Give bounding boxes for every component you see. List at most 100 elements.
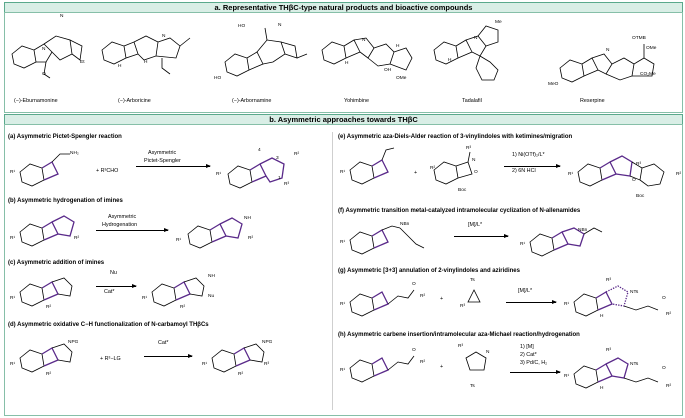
section-h-title: (h) Asymmetric carbene insertion/intramo… [338,332,580,338]
section-c-substrate [19,277,73,307]
section-f-r1: R¹ [340,240,346,245]
section-e-plus: + [414,170,418,176]
section-e-arrow [504,164,561,168]
section-c-r1: R¹ [10,296,16,301]
section-e-boc: Boc [458,188,467,193]
section-b-product [187,217,243,249]
yohimbine-h2: H [396,44,400,49]
section-c-product-nu: Nu [208,294,215,299]
section-e-product-boc: Boc [636,194,645,199]
section-h-r2: R² [420,360,426,365]
section-a-product-r1: R¹ [216,172,222,177]
section-b-arrow-bottom: Hydrogenation [102,222,138,228]
section-h-cond3: 3) Pd/C, H₂ [520,360,548,366]
section-d-product-r1: R¹ [202,362,208,367]
reserpine-meo: MeO [548,82,559,87]
section-c-product-r2: R² [180,305,186,310]
section-b-r1: R¹ [10,236,16,241]
section-d-product [211,343,265,373]
section-a-product [227,157,285,189]
section-g-arrow-top: [M]/L* [518,288,533,294]
section-d-r1: R¹ [10,362,16,367]
section-g-ts: Ts [470,278,475,283]
section-a-pos1: 1 [278,176,281,181]
section-e-product-o: O [632,178,636,183]
arboricine-h: H [118,64,122,69]
arboricine-h2: H [144,60,148,65]
arbornamine-ho2: HO [214,76,222,81]
column-divider [332,132,333,410]
section-f-product-nbn: NBn [578,228,588,233]
section-h-product-r1: R¹ [564,374,570,379]
section-g-aziridine [467,289,481,303]
section-e-r2: R² [430,166,436,171]
section-g-o: O [412,282,416,287]
section-h-substrate [349,355,415,383]
section-e-product-r3: R³ [636,162,642,167]
section-b-arrow [96,228,169,232]
section-c-product-nh: NH [208,274,215,279]
arbornamine-n: N [278,23,282,28]
section-e-o: O [474,170,478,175]
section-f-arrow [454,234,509,238]
tadalafil-n: N [474,36,478,41]
arboricine-n: N [162,34,166,39]
section-f-substrate [349,225,425,255]
section-b-substrate [19,215,75,247]
section-g-r3: R³ [460,304,466,309]
section-g-r2: R² [420,294,426,299]
yohimbine-h: H [345,61,349,66]
section-d-arrow [144,354,193,358]
section-h-product-r2: R² [666,384,672,389]
section-c-product [151,277,205,307]
section-a-arrow-bottom: Pictet-Spengler [144,158,181,164]
np-name-yohimbine: Yohimbine [344,98,369,104]
section-e-product-r2: R² [676,172,682,177]
section-h-ts: Ts [470,384,475,389]
section-a-pos4: 4 [258,148,261,153]
section-d-product-npg: NPG [262,340,273,345]
section-g-product-h: H [600,314,604,319]
np-name-tadalafil: Tadalafil [462,98,482,104]
section-b-product-r1: R¹ [176,238,182,243]
section-h-product-h: H [600,386,604,391]
section-f-product-r1: R¹ [520,242,526,247]
section-e-cond1: 1) Ni(OTf)₂/L* [512,152,545,158]
section-b-arrow-top: Asymmetric [108,214,137,220]
tadalafil-me: Me [495,20,502,25]
eburnamonine-o: O [42,72,46,77]
section-b-title: (b) Asymmetric hydrogenation of imines [8,198,123,204]
section-b-product-r2: R² [248,236,254,241]
section-b-r2: R² [74,236,80,241]
panel-asymmetric-approaches [4,124,683,416]
section-g-product-r3: R³ [606,278,612,283]
section-h-cond2: 2) Cat* [520,352,537,358]
yohimbine-structure [321,37,413,71]
section-e-product-r1: R¹ [568,172,574,177]
section-g-plus: + [440,296,444,302]
section-e-product [577,155,665,187]
section-d-reagent: + R³−LG [100,356,121,362]
section-c-arrow-bottom: Cat* [104,289,115,295]
reserpine-n: N [606,48,610,53]
section-a-nh2: NH₂ [70,151,79,156]
section-h-product [573,357,659,389]
section-d-title: (d) Asymmetric oxidative C−H functionali… [8,322,209,328]
section-g-product-o: O [662,296,666,301]
np-name-arbornamine: (−)-Arbornamine [232,98,272,104]
section-g-product-r2: R² [666,312,672,317]
panel-natural-products [4,12,683,113]
section-c-title: (c) Asymmetric addition of imines [8,260,105,266]
section-c-arrow-top: Nu [110,270,117,276]
section-g-product [573,285,659,317]
section-d-r2: R² [46,372,52,377]
section-g-product-nts: NTs [630,290,639,295]
section-f-title: (f) Asymmetric transition metal-catalyze… [338,208,581,214]
section-h-product-r3: R³ [606,348,612,353]
eburnamonine-n2: N [60,14,64,19]
section-e-ketimine [433,151,473,185]
tadalafil-structure [433,25,499,81]
section-h-r3: R³ [458,344,464,349]
section-f-arrow-top: [M]/L* [468,222,483,228]
arbornamine-structure [224,27,308,77]
